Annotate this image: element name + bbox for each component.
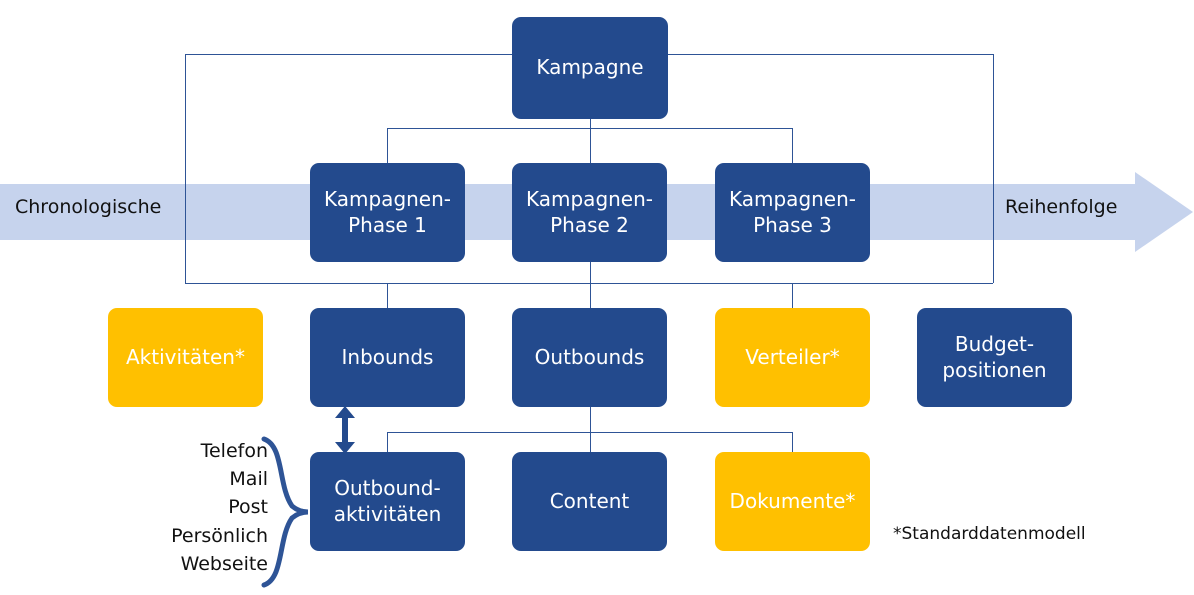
- node-kampagnen-phase-1[interactable]: Kampagnen- Phase 1: [310, 163, 465, 262]
- node-line1: Kampagnen-: [525, 186, 654, 211]
- chronology-right-label: Reihenfolge: [1005, 196, 1118, 218]
- node-line1: Budget-: [954, 331, 1035, 356]
- connector-row3-verteiler-stub: [792, 283, 793, 308]
- node-line2: aktivitäten: [333, 501, 442, 526]
- curly-brace-icon: [261, 436, 309, 588]
- connector-phase1-stub: [387, 128, 388, 163]
- node-kampagnen-phase-2[interactable]: Kampagnen- Phase 2: [512, 163, 667, 262]
- connector-phase3-stub: [792, 128, 793, 163]
- connector-row4-content-stub: [590, 432, 591, 454]
- node-inbounds[interactable]: Inbounds: [310, 308, 465, 407]
- footnote-standarddatenmodell: *Standarddatenmodell: [893, 524, 1086, 544]
- node-outboundaktivitaeten-label: Outbound- aktivitäten: [334, 476, 442, 527]
- node-budgetpositionen-label: Budget- positionen: [942, 332, 1046, 383]
- node-dokumente-label: Dokumente*: [729, 488, 856, 513]
- chronology-left-label: Chronologische: [15, 196, 162, 218]
- node-verteiler[interactable]: Verteiler*: [715, 308, 870, 407]
- connector-top-bracket-right-drop: [993, 54, 994, 283]
- node-line2: positionen: [942, 357, 1047, 382]
- node-kampagnen-phase-3[interactable]: Kampagnen- Phase 3: [715, 163, 870, 262]
- connector-phase2-to-row3-bar: [590, 262, 591, 283]
- node-line1: Kampagnen-: [728, 186, 857, 211]
- node-kampagne-label: Kampagne: [536, 55, 644, 80]
- connector-outbounds-to-row4-bar: [590, 406, 591, 432]
- list-item: Webseite: [180, 552, 268, 575]
- connector-row4-outboundaktivitaeten-stub: [387, 432, 388, 454]
- node-outbounds-label: Outbounds: [534, 344, 645, 369]
- chronology-arrow-head-icon: [1135, 172, 1193, 252]
- node-line2: Phase 1: [348, 212, 427, 237]
- node-kampagnen-phase-2-label: Kampagnen- Phase 2: [526, 187, 653, 238]
- connector-row4-dokumente-stub: [792, 432, 793, 454]
- node-verteiler-label: Verteiler*: [745, 344, 840, 369]
- node-content[interactable]: Content: [512, 452, 667, 551]
- node-line1: Kampagnen-: [323, 186, 452, 211]
- node-outboundaktivitaeten[interactable]: Outbound- aktivitäten: [310, 452, 465, 551]
- list-item: Post: [228, 496, 268, 519]
- node-kampagne[interactable]: Kampagne: [512, 17, 668, 119]
- list-item: Telefon: [200, 440, 268, 462]
- connector-row3-outbounds-stub: [590, 283, 591, 308]
- node-dokumente[interactable]: Dokumente*: [715, 452, 870, 551]
- node-budgetpositionen[interactable]: Budget- positionen: [917, 308, 1072, 407]
- list-item: Mail: [229, 468, 268, 491]
- connector-phase-bar-horizontal: [387, 128, 793, 129]
- bidirectional-arrow-icon: [335, 406, 355, 454]
- node-line2: Phase 2: [550, 212, 629, 237]
- connector-row3-bar-horizontal: [185, 283, 993, 284]
- node-aktivitaeten[interactable]: Aktivitäten*: [108, 308, 263, 407]
- node-content-label: Content: [549, 488, 630, 513]
- channel-list: Telefon Mail Post Persönlich Webseite: [120, 437, 268, 578]
- node-line2: Phase 3: [753, 212, 832, 237]
- node-line1: Outbound-: [334, 475, 441, 500]
- node-kampagnen-phase-1-label: Kampagnen- Phase 1: [324, 187, 451, 238]
- connector-kampagne-to-phase-bar: [590, 119, 591, 163]
- connector-row3-inbounds-stub: [387, 283, 388, 308]
- node-kampagnen-phase-3-label: Kampagnen- Phase 3: [729, 187, 856, 238]
- connector-top-bracket-left-drop: [185, 54, 186, 283]
- node-inbounds-label: Inbounds: [341, 344, 434, 369]
- list-item: Persönlich: [171, 524, 268, 547]
- node-aktivitaeten-label: Aktivitäten*: [126, 344, 245, 369]
- node-outbounds[interactable]: Outbounds: [512, 308, 667, 407]
